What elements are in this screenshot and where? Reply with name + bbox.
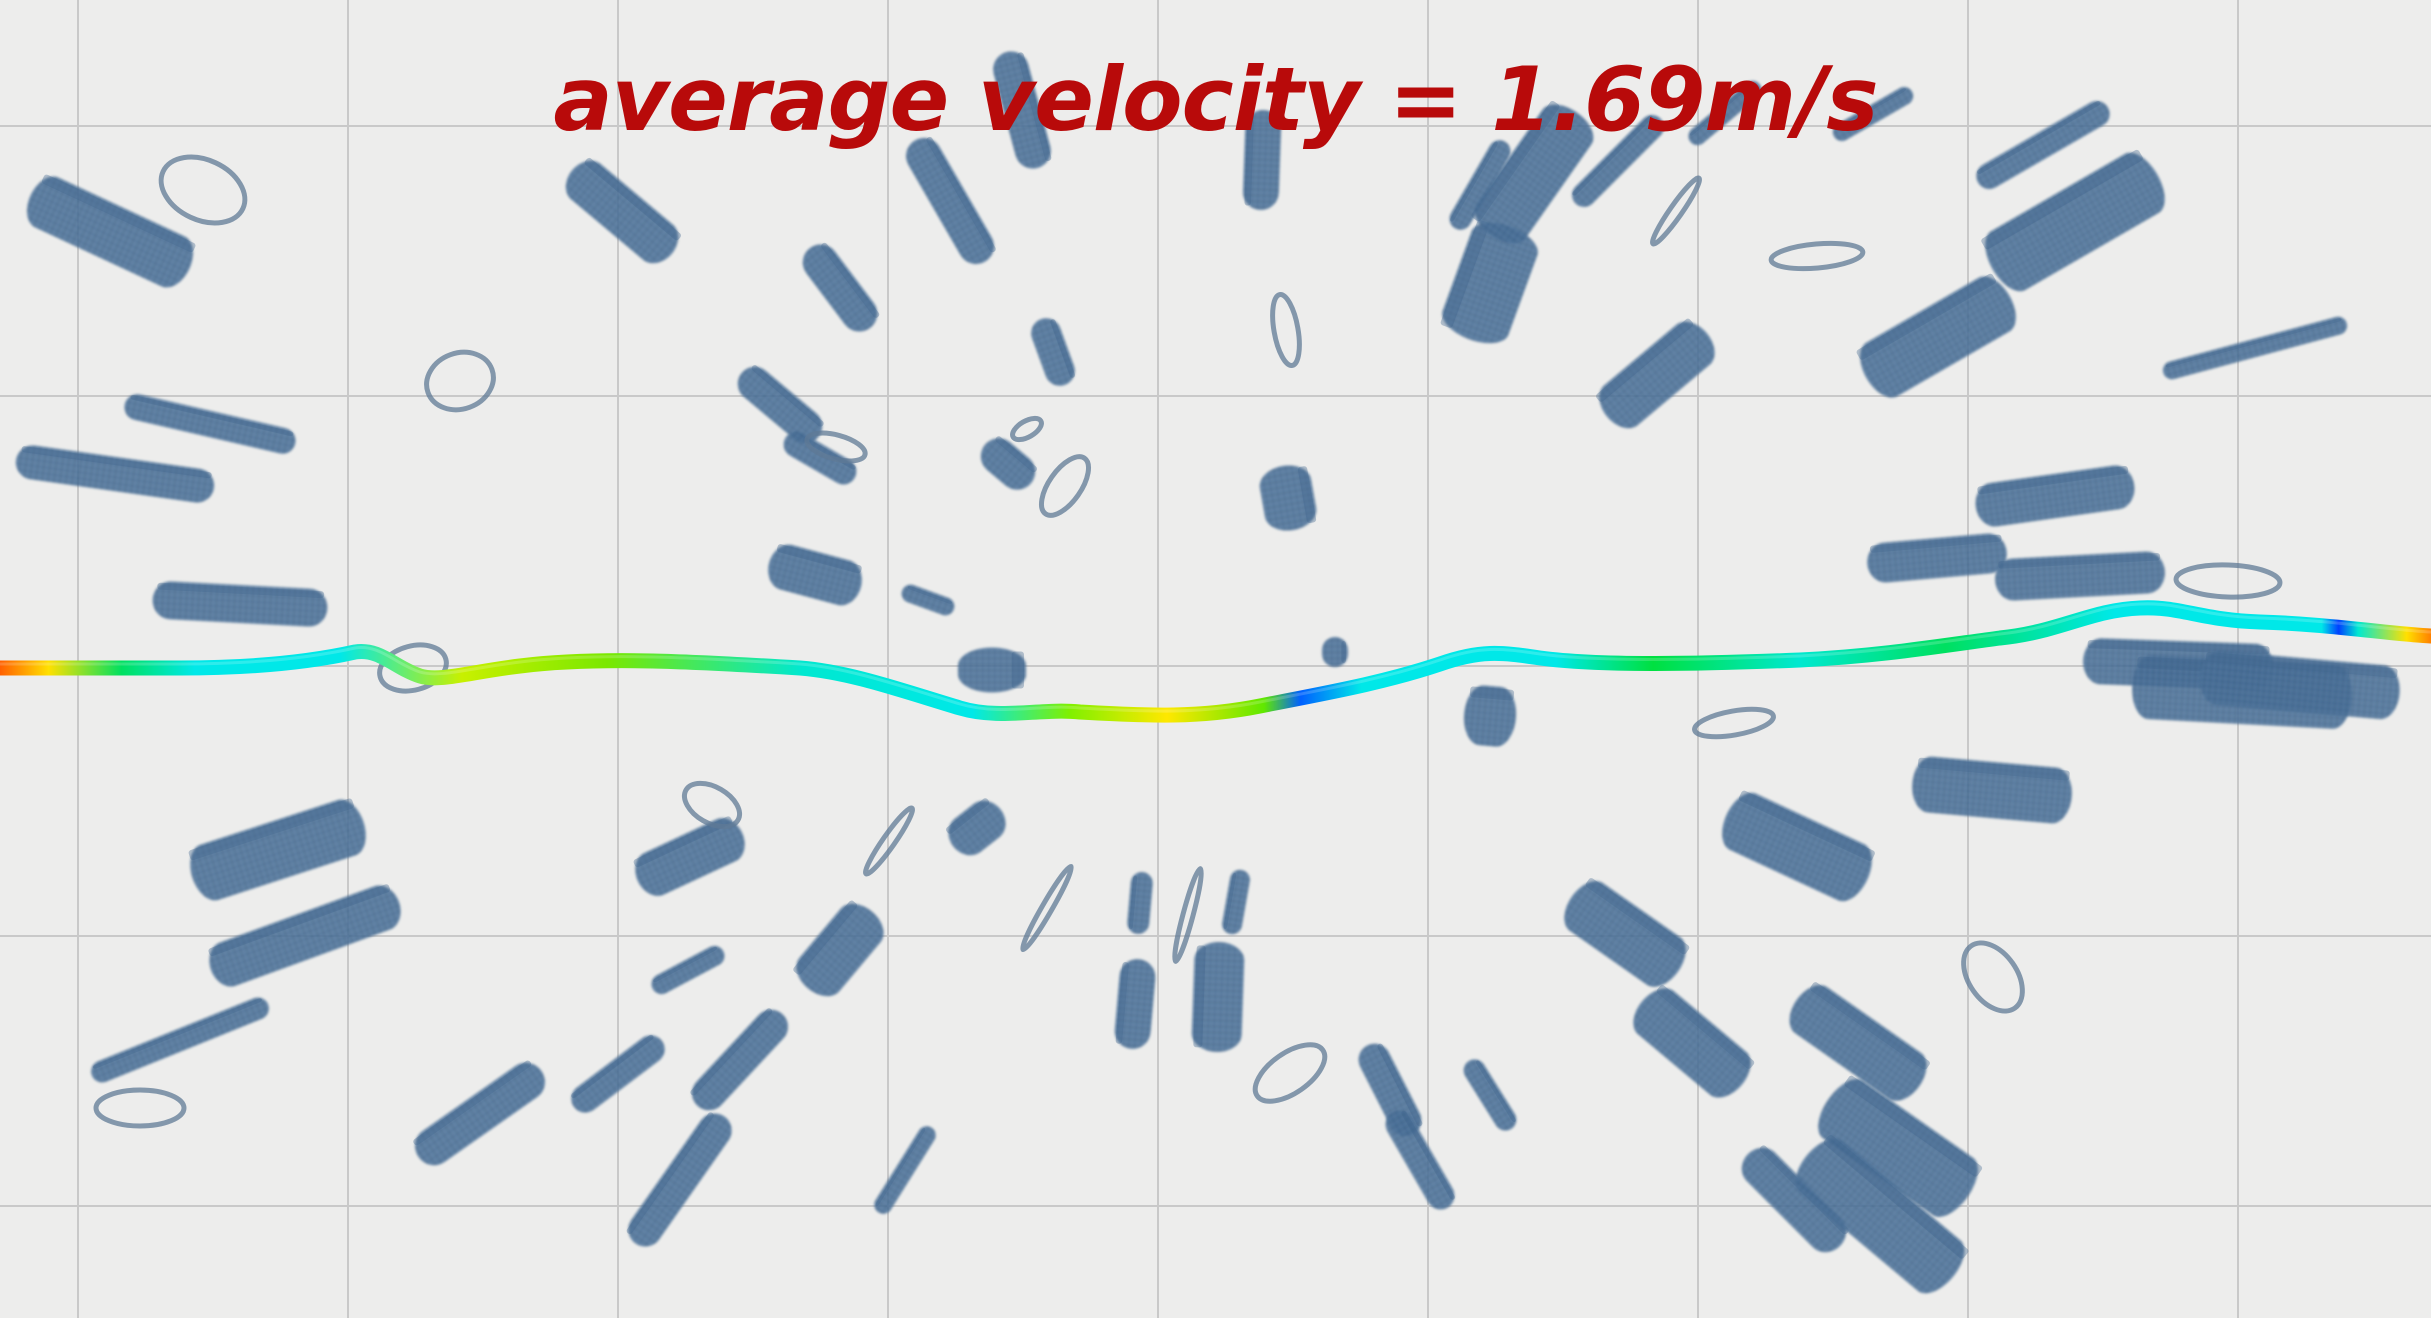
obstacle-pillar (565, 157, 682, 264)
obstacle-pillar (26, 174, 196, 288)
obstacle-pillar (958, 647, 1026, 693)
obstacle-pillar (1818, 1075, 1983, 1217)
average-velocity-label: average velocity = 1.69m/s (553, 48, 1878, 151)
obstacle-pillar (1856, 273, 2016, 398)
hoop-rings (93, 154, 2283, 1129)
obstacle-pillar (1975, 465, 2135, 527)
obstacle-pillar (1572, 115, 1664, 207)
obstacle-pillar (906, 136, 996, 265)
obstacle-pillar (1191, 942, 1245, 1052)
obstacle-pillar (626, 1112, 732, 1247)
gate-ring (1270, 291, 1302, 369)
gate-ring (2173, 562, 2283, 600)
gate-ring (1961, 940, 2025, 1014)
obstacle-pillar (901, 584, 955, 616)
gate-ring (424, 349, 496, 413)
obstacle-pillar (874, 1126, 936, 1214)
obstacle-pillar (980, 436, 1037, 490)
obstacle-pillar (1688, 80, 1762, 146)
gate-ring (1692, 706, 1776, 740)
gate-ring (377, 642, 449, 694)
gate-ring (804, 430, 868, 464)
obstacle-pillar (1722, 790, 1875, 902)
obstacle-pillar (768, 544, 862, 606)
obstacle-pillar (1564, 878, 1690, 987)
obstacle-pillar (1596, 318, 1715, 429)
obstacle-pillar (993, 51, 1052, 169)
obstacle-pillar (571, 1034, 665, 1113)
gate-ring (1252, 1042, 1328, 1104)
obstacle-pillar (2200, 650, 2400, 720)
obstacle-pillar (152, 581, 328, 627)
obstacle-pillar (1471, 100, 1594, 244)
obstacle-pillar (1976, 100, 2110, 189)
obstacle-pillar (413, 1060, 546, 1166)
obstacle-pillar (1385, 1110, 1455, 1210)
obstacle-pillar (802, 242, 880, 332)
gate-ring (1650, 175, 1702, 247)
gate-ring (1020, 863, 1074, 953)
obstacle-pillar (91, 997, 269, 1083)
obstacle-pillar (1449, 140, 1511, 230)
gate-ring (863, 805, 915, 877)
obstacle-pillar (1242, 110, 1282, 210)
obstacle-pillar (651, 945, 725, 995)
obstacle-pillar (1633, 985, 1755, 1098)
obstacle-pillar (1995, 551, 2165, 601)
obstacle-field (15, 51, 2400, 1294)
obstacle-pillar (1440, 219, 1538, 344)
obstacle-pillar (793, 900, 884, 997)
obstacle-pillar (1867, 533, 2007, 583)
obstacle-pillar (1795, 1134, 1969, 1294)
obstacle-pillar (1031, 318, 1075, 386)
obstacle-pillar (737, 365, 824, 444)
drone-trajectory (0, 600, 2431, 723)
obstacle-pillar (208, 884, 401, 987)
obstacle-pillar (690, 1008, 789, 1111)
obstacle-pillar (1789, 982, 1930, 1101)
obstacle-pillar (1463, 685, 1517, 747)
trajectory-highlight (0, 602, 2431, 713)
obstacle-pillar (1222, 869, 1250, 935)
obstacle-pillar (1114, 959, 1156, 1049)
obstacle-pillar (124, 394, 296, 454)
gate-ring (682, 780, 742, 830)
obstacle-pillar (1127, 872, 1153, 934)
obstacle-pillar (1463, 1059, 1517, 1131)
obstacle-pillar (15, 445, 215, 503)
gate-ring (1039, 454, 1091, 518)
obstacle-pillar (1912, 756, 2072, 824)
gate-ring (1172, 866, 1204, 964)
gate-ring (1010, 415, 1044, 443)
obstacle-pillar (2162, 316, 2348, 380)
obstacle-pillar (1322, 637, 1348, 667)
obstacle-pillar (1832, 87, 1914, 141)
obstacle-pillar (1981, 149, 2165, 292)
gate-ring (1768, 240, 1866, 272)
gate-ring (93, 1087, 187, 1129)
gate-ring (158, 154, 248, 226)
obstacle-pillar (946, 798, 1006, 856)
obstacle-pillar (188, 798, 366, 901)
obstacle-pillar (1259, 465, 1317, 531)
obstacle-pillar (633, 816, 745, 896)
